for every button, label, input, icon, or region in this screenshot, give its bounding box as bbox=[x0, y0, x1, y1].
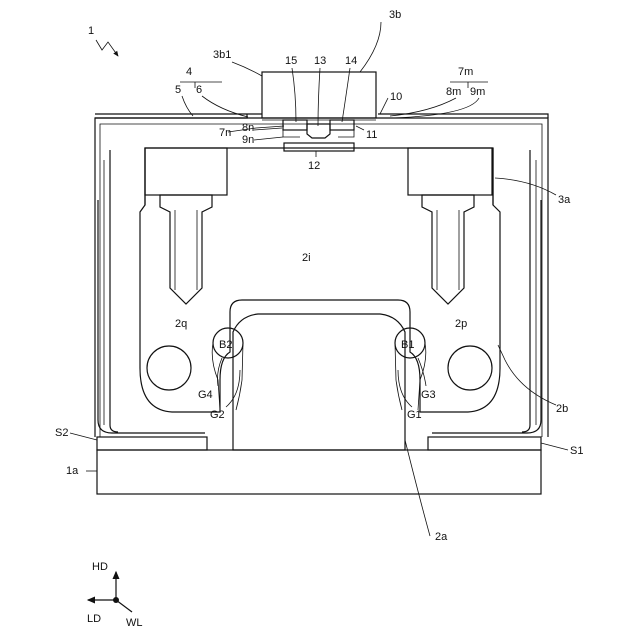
label-12: 12 bbox=[308, 160, 320, 172]
label-15: 15 bbox=[285, 55, 297, 67]
label-9m: 9m bbox=[470, 86, 485, 98]
label-14: 14 bbox=[345, 55, 357, 67]
label-g3: G3 bbox=[421, 389, 436, 401]
bolt-head-right bbox=[408, 148, 492, 195]
axis-symbol bbox=[88, 572, 132, 612]
label-2p: 2p bbox=[455, 318, 467, 330]
label-b1: B1 bbox=[401, 339, 414, 351]
labels: 1 3b 3b1 4 5 6 15 13 14 10 7m 8m 9m 7n 8… bbox=[55, 9, 583, 629]
label-g2: G2 bbox=[210, 409, 225, 421]
part-13 bbox=[307, 124, 330, 138]
leader-lines bbox=[70, 22, 568, 536]
label-8n: 8n bbox=[242, 122, 254, 134]
label-2b: 2b bbox=[556, 403, 568, 415]
hole-left bbox=[147, 346, 191, 390]
label-wl: WL bbox=[126, 617, 143, 629]
label-s1: S1 bbox=[570, 445, 583, 457]
seal-s2 bbox=[97, 437, 207, 450]
rail-2a bbox=[233, 314, 405, 450]
bolt-head-left bbox=[145, 148, 227, 195]
label-2i: 2i bbox=[302, 252, 311, 264]
label-5: 5 bbox=[175, 84, 181, 96]
bolt-right bbox=[422, 195, 474, 304]
label-hd: HD bbox=[92, 561, 108, 573]
label-11: 11 bbox=[366, 129, 377, 141]
label-9n: 9n bbox=[242, 134, 254, 146]
label-7m: 7m bbox=[458, 66, 473, 78]
seal-s1 bbox=[428, 437, 541, 450]
base-plate-1a bbox=[97, 450, 541, 494]
label-10: 10 bbox=[390, 91, 402, 103]
label-3b: 3b bbox=[389, 9, 401, 21]
label-3a: 3a bbox=[558, 194, 571, 206]
label-7n: 7n bbox=[219, 127, 231, 139]
label-g1: G1 bbox=[407, 409, 422, 421]
label-b2: B2 bbox=[219, 339, 232, 351]
label-2q: 2q bbox=[175, 318, 187, 330]
label-1a: 1a bbox=[66, 465, 79, 477]
label-fig: 1 bbox=[88, 25, 94, 37]
part-15 bbox=[283, 120, 307, 130]
label-4: 4 bbox=[186, 66, 192, 78]
label-6: 6 bbox=[196, 84, 202, 96]
label-3b1: 3b1 bbox=[213, 49, 231, 61]
label-8m: 8m bbox=[446, 86, 461, 98]
label-2a: 2a bbox=[435, 531, 448, 543]
bolt-left bbox=[160, 195, 212, 304]
hole-right bbox=[448, 346, 492, 390]
label-ld: LD bbox=[87, 613, 101, 625]
label-g4: G4 bbox=[198, 389, 213, 401]
part-12 bbox=[284, 143, 354, 151]
label-13: 13 bbox=[314, 55, 326, 67]
label-s2: S2 bbox=[55, 427, 68, 439]
carriage-body bbox=[140, 148, 500, 412]
